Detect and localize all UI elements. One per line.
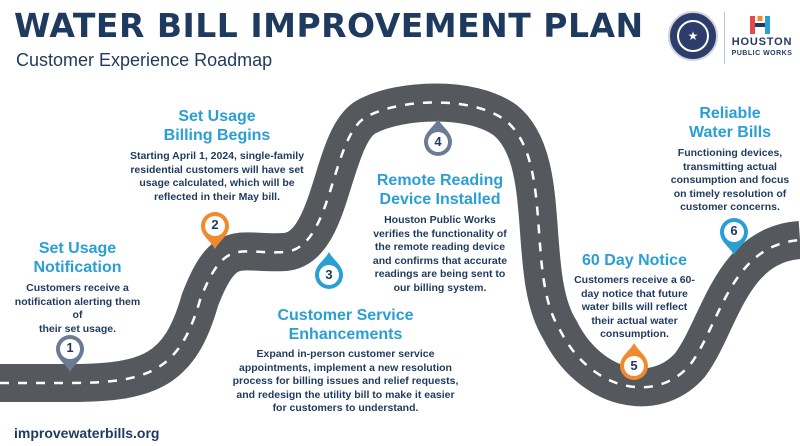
page-subtitle: Customer Experience Roadmap xyxy=(16,50,273,70)
step-3-desc-line: appointments, implement a new resolution xyxy=(239,361,452,374)
page-title: WATER BILL IMPROVEMENT PLAN xyxy=(14,6,644,45)
step-5-desc-line: their actual water xyxy=(591,314,678,327)
step-6-desc-line: on timely resolution of xyxy=(673,187,787,200)
step-4-desc-line: our billing system. xyxy=(393,281,487,294)
step-2-title-line2: Billing Begins xyxy=(163,127,271,144)
location-pin-icon xyxy=(201,212,229,249)
step-4: Remote Reading Device Installed Houston … xyxy=(370,171,510,295)
step-1-title-line1: Set Usage xyxy=(38,240,117,257)
milestone-pin-6: 6 xyxy=(718,216,750,256)
step-3-title-line1: Customer Service xyxy=(277,307,414,324)
milestone-pin-4: 4 xyxy=(422,118,454,158)
step-1-desc-line: Customers receive a xyxy=(26,282,129,294)
step-6-desc-line: Functioning devices, xyxy=(677,147,783,159)
step-4-desc-line: verifies the functionality of xyxy=(373,227,507,240)
step-6-title-line2: Water Bills xyxy=(688,124,772,141)
step-5-desc-line: Customers receive a 60- xyxy=(574,274,695,286)
seal-star-icon: ★ xyxy=(687,29,699,43)
step-3-title-line2: Enhancements xyxy=(288,326,403,343)
pin-number: 6 xyxy=(730,223,738,238)
step-4-title-line2: Device Installed xyxy=(379,191,501,208)
step-3-desc-line: Expand in-person customer service xyxy=(256,348,435,360)
milestone-pin-5: 5 xyxy=(618,342,650,382)
location-pin-icon xyxy=(56,335,84,372)
step-5-title: 60 Day Notice xyxy=(582,252,687,269)
step-3-desc-line: and redesign the utility bill to make it… xyxy=(236,388,455,401)
milestone-pin-2: 2 xyxy=(199,210,231,250)
seal-ring: ★ xyxy=(677,20,709,52)
location-pin-icon xyxy=(424,119,452,156)
city-seal-icon: ★ xyxy=(668,11,718,61)
step-3-desc-line: for customers to understand. xyxy=(272,402,419,414)
step-1-title-line2: Notification xyxy=(33,259,122,276)
step-5: 60 Day Notice Customers receive a 60- da… xyxy=(572,251,697,342)
location-pin-icon xyxy=(315,252,343,289)
step-6-desc-line: customer concerns. xyxy=(680,201,780,213)
houston-public-works-logo-icon xyxy=(750,16,770,34)
step-3: Customer Service Enhancements Expand in-… xyxy=(228,306,463,416)
pin-number: 2 xyxy=(211,217,219,232)
step-2-desc-line: residential customers will have set xyxy=(130,163,304,176)
step-1-desc-line: notification alerting them of xyxy=(14,295,141,322)
website-link[interactable]: improvewaterbills.org xyxy=(14,425,160,441)
location-pin-icon xyxy=(720,218,748,255)
road-center-line xyxy=(0,101,800,389)
step-1-desc-line: their set usage. xyxy=(38,322,117,335)
step-5-desc-line: water bills will reflect xyxy=(581,301,688,313)
step-5-desc-line: consumption. xyxy=(600,328,669,340)
step-6: Reliable Water Bills Functioning devices… xyxy=(660,104,800,215)
location-pin-icon xyxy=(620,343,648,380)
org-subname: PUBLIC WORKS xyxy=(731,50,793,57)
step-4-desc-line: and confirms that accurate xyxy=(372,254,508,267)
step-2-title-line1: Set Usage xyxy=(178,108,256,125)
step-1: Set Usage Notification Customers receive… xyxy=(10,239,145,336)
step-3-desc-line: process for billing issues and relief re… xyxy=(232,375,459,387)
step-6-desc-line: consumption and focus xyxy=(670,174,790,186)
pin-number: 1 xyxy=(66,340,74,355)
step-4-desc-line: readings are being sent to xyxy=(374,268,506,280)
step-2-desc-line: usage calculated, which will be xyxy=(139,177,295,189)
step-4-desc-line: Houston Public Works xyxy=(384,214,496,226)
step-4-title-line1: Remote Reading xyxy=(376,172,504,189)
step-6-title-line1: Reliable xyxy=(699,105,761,122)
pin-number: 3 xyxy=(325,267,333,282)
pin-number: 5 xyxy=(630,358,638,373)
milestone-pin-1: 1 xyxy=(54,333,86,373)
step-6-desc-line: transmitting actual xyxy=(683,160,777,173)
step-2: Set Usage Billing Begins Starting April … xyxy=(122,107,312,204)
step-4-desc-line: the remote reading device xyxy=(374,241,506,253)
step-2-desc-line: Starting April 1, 2024, single-family xyxy=(129,150,305,162)
milestone-pin-3: 3 xyxy=(313,251,345,291)
step-2-desc-line: reflected in their May bill. xyxy=(153,190,281,203)
logo-divider xyxy=(724,12,725,64)
step-5-desc-line: day notice that future xyxy=(581,287,688,300)
org-name: HOUSTON xyxy=(731,36,793,48)
pin-number: 4 xyxy=(434,134,442,149)
